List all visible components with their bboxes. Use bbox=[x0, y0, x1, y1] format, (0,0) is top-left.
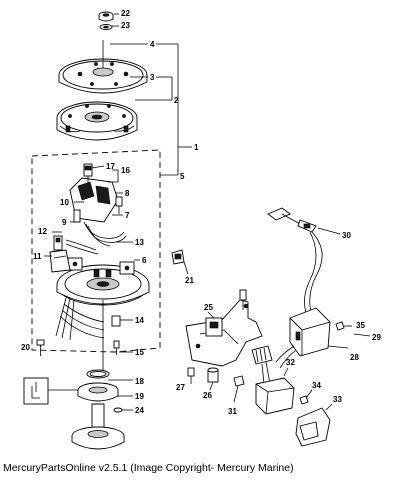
callout-30: 30 bbox=[342, 231, 351, 240]
image-caption: MercuryPartsOnline v2.5.1 (Image Copyrig… bbox=[3, 462, 294, 474]
flywheel-washer bbox=[99, 24, 113, 30]
callout-28: 28 bbox=[350, 353, 359, 362]
rectifier-bracket bbox=[49, 209, 81, 273]
flywheel bbox=[56, 101, 138, 141]
terminal-block bbox=[251, 345, 273, 385]
connector-clip bbox=[171, 249, 185, 265]
callout-3: 3 bbox=[150, 73, 155, 82]
callout-7: 7 bbox=[125, 211, 130, 220]
exploded-parts-diagram: 22 23 4 3 2 1 5 17 16 8 10 7 9 12 13 11 … bbox=[21, 9, 381, 450]
callout-15: 15 bbox=[135, 348, 144, 357]
mounting-bracket bbox=[185, 289, 263, 367]
callout-10: 10 bbox=[60, 198, 69, 207]
inset-detail bbox=[23, 377, 78, 405]
grommet-26 bbox=[207, 367, 219, 383]
callout-4: 4 bbox=[150, 40, 155, 49]
flywheel-cup bbox=[58, 40, 148, 94]
callout-33: 33 bbox=[333, 395, 342, 404]
retaining-ring bbox=[86, 369, 110, 379]
bearing-bushing bbox=[77, 382, 119, 402]
callout-9: 9 bbox=[62, 218, 67, 227]
coil-bolt bbox=[335, 321, 352, 331]
callout-17: 17 bbox=[106, 162, 115, 171]
callout-6: 6 bbox=[142, 256, 147, 265]
screw-20 bbox=[36, 339, 45, 356]
spark-plug-wire bbox=[267, 207, 323, 319]
callout-19: 19 bbox=[135, 392, 144, 401]
callout-26: 26 bbox=[203, 391, 212, 400]
callout-31: 31 bbox=[228, 407, 237, 416]
callout-2: 2 bbox=[174, 96, 179, 105]
wire-harness bbox=[65, 221, 127, 255]
callout-27: 27 bbox=[176, 383, 185, 392]
callout-25: 25 bbox=[204, 303, 213, 312]
flywheel-nut bbox=[98, 11, 114, 22]
callout-34: 34 bbox=[312, 381, 321, 390]
callout-22: 22 bbox=[121, 9, 130, 18]
switch-box bbox=[255, 377, 295, 415]
screw-27 bbox=[187, 367, 195, 384]
callout-21: 21 bbox=[185, 276, 194, 285]
callout-1: 1 bbox=[194, 143, 199, 152]
callout-13: 13 bbox=[135, 238, 144, 247]
boot-cover bbox=[295, 407, 331, 447]
crank-hub bbox=[71, 403, 125, 450]
callout-12: 12 bbox=[38, 227, 47, 236]
ignition-coil bbox=[275, 307, 331, 369]
callout-23: 23 bbox=[121, 21, 130, 30]
callout-29: 29 bbox=[372, 333, 381, 342]
trigger-leads bbox=[55, 297, 121, 341]
callout-20: 20 bbox=[21, 343, 30, 352]
plate-screw bbox=[113, 340, 120, 355]
washer-24 bbox=[113, 407, 123, 413]
callout-11: 11 bbox=[33, 252, 42, 261]
callout-18: 18 bbox=[135, 377, 144, 386]
callout-16: 16 bbox=[121, 166, 130, 175]
callout-5: 5 bbox=[180, 172, 185, 181]
callout-14: 14 bbox=[135, 316, 144, 325]
callout-8: 8 bbox=[125, 189, 130, 198]
callout-24: 24 bbox=[135, 406, 144, 415]
callout-32: 32 bbox=[286, 358, 295, 367]
stator-bolt bbox=[115, 196, 123, 214]
trigger-plate bbox=[56, 257, 150, 306]
callout-35: 35 bbox=[356, 321, 365, 330]
bolt-31 bbox=[233, 375, 245, 403]
